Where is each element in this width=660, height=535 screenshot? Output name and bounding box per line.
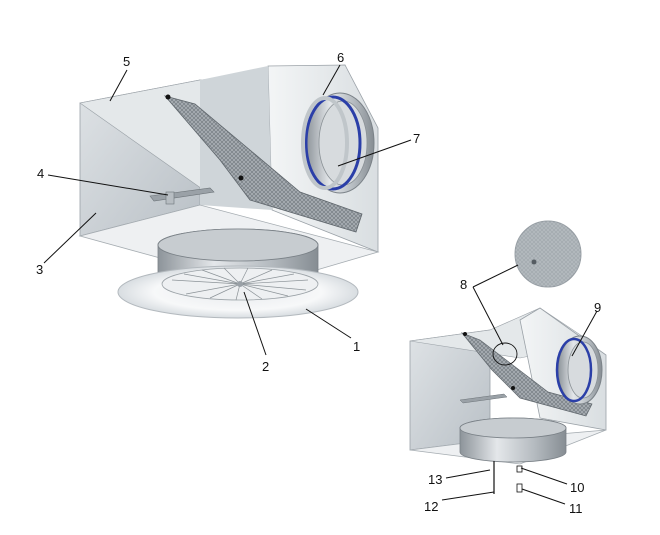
callout-7: 7 [413,131,420,146]
leader-9 [571,310,598,357]
leader-7 [337,139,412,167]
callout-8: 8 [460,277,467,292]
inlet-spigot-2 [555,335,603,405]
callout-9: 9 [594,300,601,315]
leader-12 [441,491,495,501]
swirl-diffuser [117,265,359,319]
leader-8b [472,286,504,346]
leader-2 [243,291,267,356]
perforated-plate [163,95,363,233]
plate-rivet [238,175,244,181]
callout-5: 5 [123,54,130,69]
leader-5 [109,69,128,102]
detail-magnifier [514,220,582,288]
main-unit [78,64,380,319]
bracket-tab [165,191,175,205]
callout-1: 1 [353,339,360,354]
callout-12: 12 [424,499,438,514]
leader-8a [472,264,519,288]
callout-11: 11 [569,501,583,516]
leader-4 [47,174,169,196]
leader-13 [445,469,491,479]
leader-1 [305,308,352,339]
leader-3 [43,212,97,264]
secondary-unit [409,307,607,494]
perforated-plate-2 [460,332,593,417]
callout-10: 10 [570,480,584,495]
nut-10 [516,465,523,473]
plate-rivet [165,94,171,100]
callout-2: 2 [262,359,269,374]
detail-circle-marker [492,342,518,366]
leader-11 [521,488,566,505]
plate-rivet [463,332,467,336]
callout-13: 13 [428,472,442,487]
leader-lines [43,64,598,505]
callout-4: 4 [37,166,44,181]
leader-10 [520,467,568,485]
bolt-11 [516,483,523,493]
seal-ring [304,95,362,191]
callout-6: 6 [337,50,344,65]
callout-labels: 1 2 3 4 5 6 7 8 9 10 11 12 13 [36,50,601,516]
bracket-2 [459,393,508,404]
callout-3: 3 [36,262,43,277]
plate-rivet [511,386,515,390]
inlet-spigot [301,92,375,194]
leader-6 [322,64,341,96]
